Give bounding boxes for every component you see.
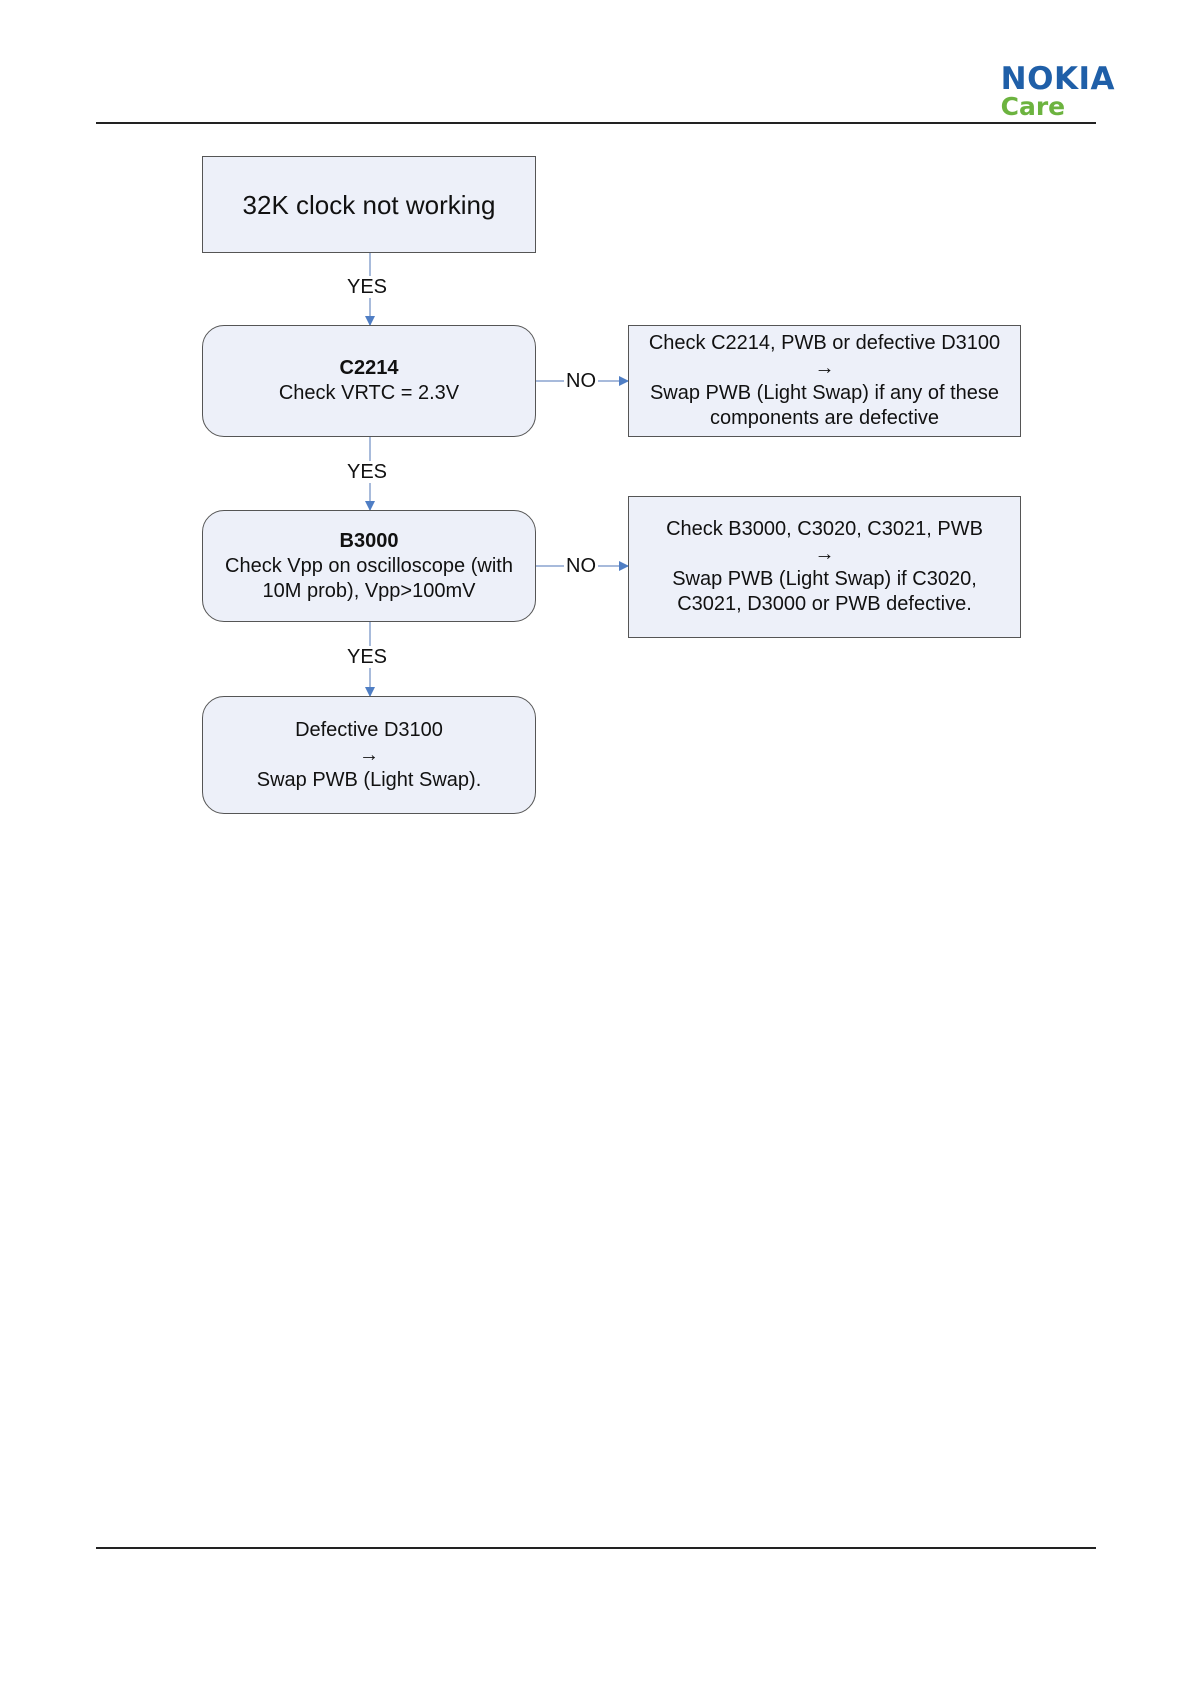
end-box: Defective D3100 → Swap PWB (Light Swap). — [202, 696, 536, 814]
step2-no-line1: Check B3000, C3020, C3021, PWB — [666, 518, 983, 540]
step1-no-line3: components are defective — [709, 407, 940, 429]
header-rule — [96, 122, 1096, 124]
step2-no-line2: Swap PWB (Light Swap) if C3020, — [672, 568, 977, 590]
step1-box: C2214 Check VRTC = 2.3V — [202, 325, 536, 437]
yes-label-1: YES — [345, 276, 390, 298]
footer-rule — [96, 1547, 1096, 1549]
right-arrow-icon: → — [814, 543, 835, 565]
logo-brand: NOKIA — [1000, 61, 1115, 97]
step1-no-line1: Check C2214, PWB or defective D3100 — [648, 332, 1001, 354]
step1-no-box: Check C2214, PWB or defective D3100 → Sw… — [628, 325, 1021, 437]
no-label-2: NO — [564, 555, 598, 577]
yes-label-2: YES — [345, 461, 390, 483]
yes-label-3: YES — [345, 646, 390, 668]
step2-title: B3000 — [339, 529, 399, 552]
nokia-care-logo: NOKIA Care — [1001, 62, 1115, 120]
start-text: 32K clock not working — [242, 189, 496, 220]
step2-box: B3000 Check Vpp on oscilloscope (with 10… — [202, 510, 536, 622]
step1-text: Check VRTC = 2.3V — [278, 382, 460, 404]
step2-line2: 10M prob), Vpp>100mV — [262, 579, 476, 602]
end-line2: Swap PWB (Light Swap). — [256, 768, 482, 791]
right-arrow-icon: → — [814, 357, 835, 379]
step2-line1: Check Vpp on oscilloscope (with — [225, 554, 513, 577]
end-line1: Defective D3100 — [295, 718, 443, 741]
logo-sub: Care — [1000, 92, 1066, 121]
step2-no-box: Check B3000, C3020, C3021, PWB → Swap PW… — [628, 496, 1021, 638]
step1-title: C2214 — [339, 357, 399, 379]
step2-no-line3: C3021, D3000 or PWB defective. — [677, 593, 972, 615]
right-arrow-icon: → — [359, 743, 379, 766]
step1-no-line2: Swap PWB (Light Swap) if any of these — [649, 382, 1000, 404]
no-label-1: NO — [564, 370, 598, 392]
start-box: 32K clock not working — [202, 156, 536, 253]
